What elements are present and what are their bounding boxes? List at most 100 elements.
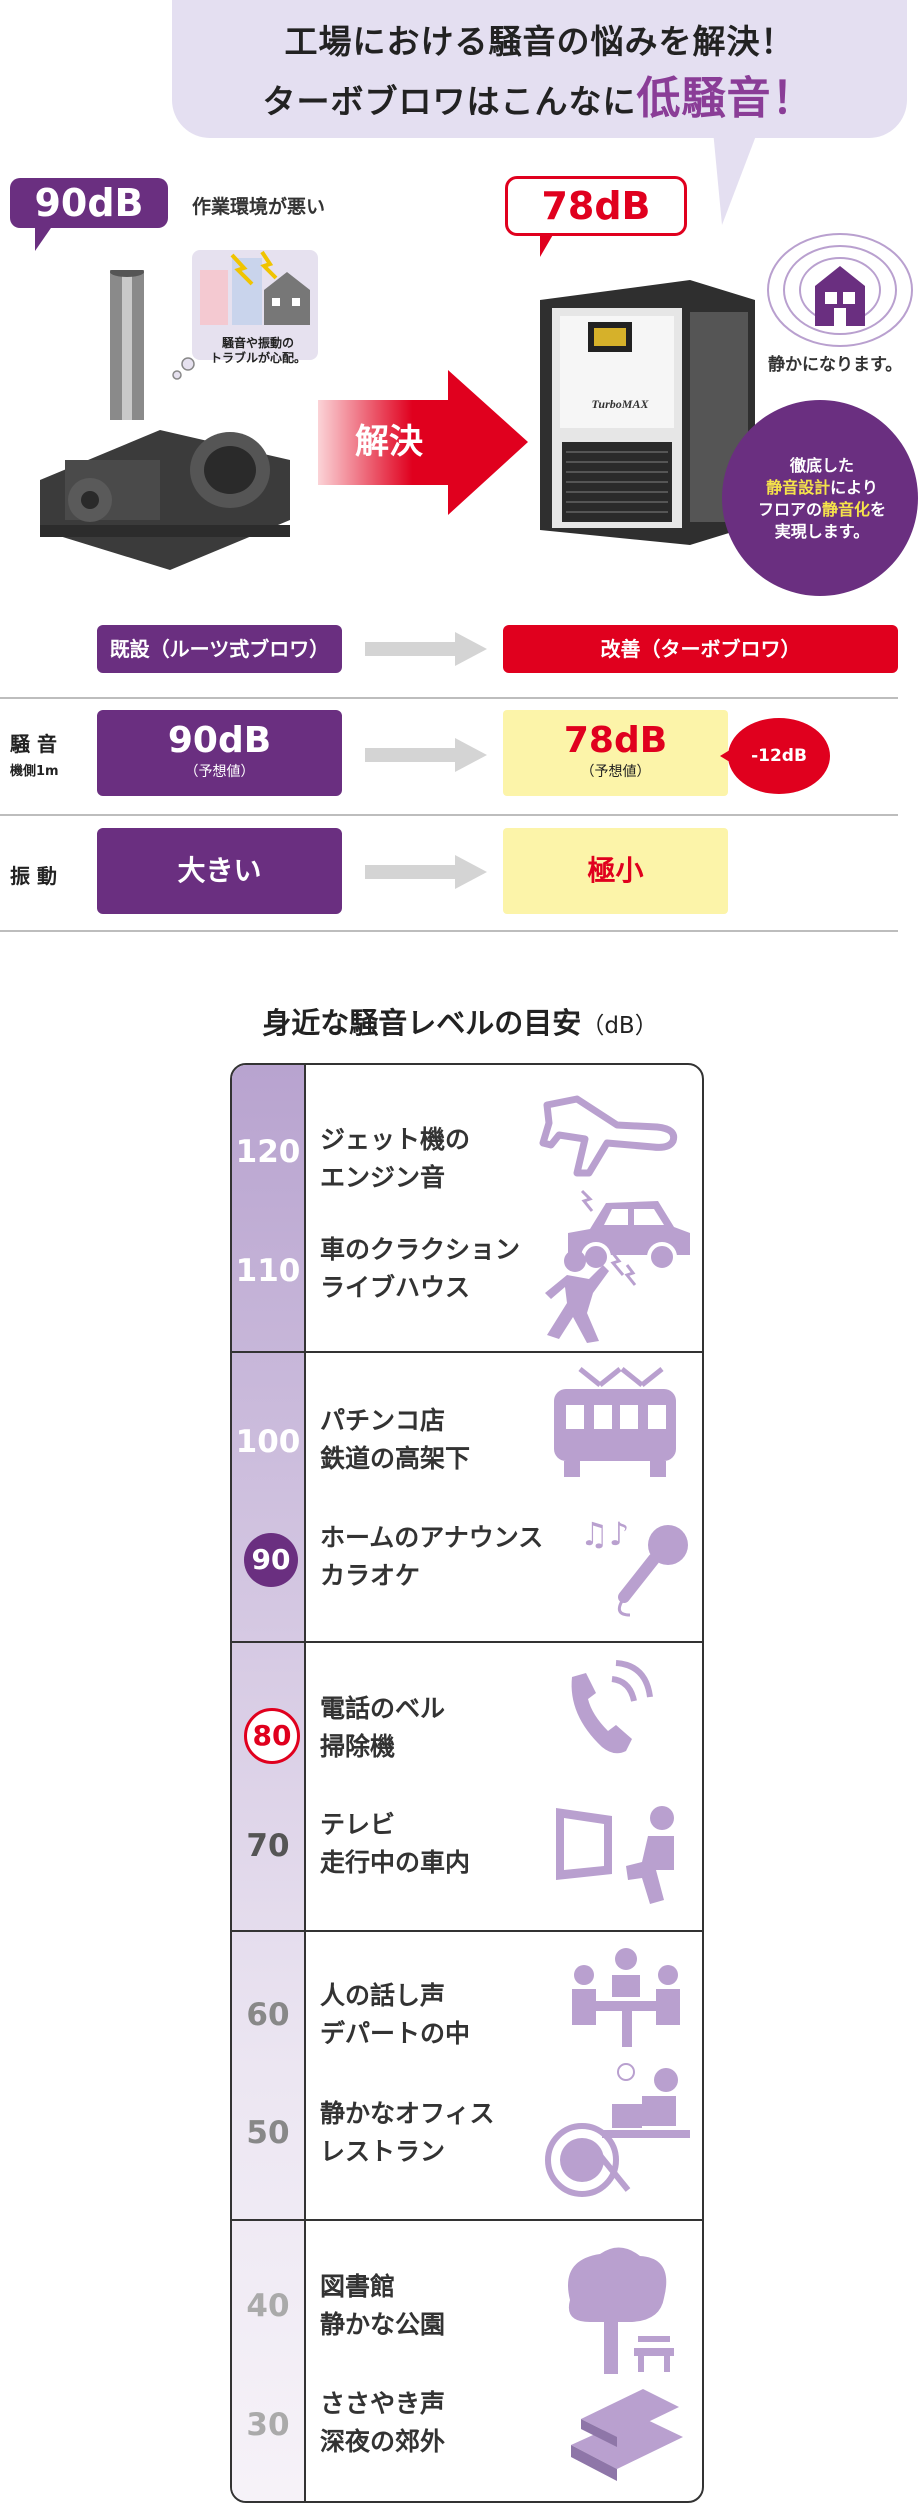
scale-item-line1: 電話のベル [320, 1694, 446, 1723]
headline-line2-text: ターボブロワはこんなに [262, 82, 637, 121]
design-note-hl2: 静音化 [821, 500, 870, 519]
noise-new-note: （予想値） [580, 764, 651, 780]
scale-item-line1: 車のクラクション [320, 1235, 521, 1264]
noise-scale-chart: 120 110 100 90 80 70 60 50 40 30 ジェット機のエ… [230, 1063, 704, 2503]
noise-new-value: 78dB [563, 720, 668, 761]
design-note: 徹底した 静音設計により フロアの静音化を 実現します。 [737, 455, 907, 543]
vibration-row-label: 振 動 [10, 864, 57, 888]
scale-item-line2: 静かな公園 [320, 2310, 446, 2339]
noise-diff-badge: -12dB [728, 718, 830, 794]
scale-item: ジェット機のエンジン音 [320, 1121, 470, 1197]
noise-old-cell: 90dB （予想値） [97, 710, 342, 796]
vibration-old-cell: 大きい [97, 828, 342, 914]
scale-item: 車のクラクションライブハウス [320, 1231, 520, 1307]
thought-dots-icon [172, 357, 195, 380]
headline-bubble [172, 0, 907, 138]
scale-item-line1: ジェット機の [320, 1125, 471, 1154]
headline-line1: 工場における騒音の悩みを解決！ [284, 22, 795, 61]
env-bad-label: 作業環境が悪い [192, 196, 326, 218]
train-icon [554, 1367, 676, 1477]
office-restaurant-icon [545, 2063, 690, 2197]
noise-arrow-icon [365, 738, 487, 772]
scale-item-line2: ライブハウス [320, 1273, 471, 1302]
scale-item: パチンコ店鉄道の高架下 [320, 1402, 470, 1478]
table-divider [0, 930, 898, 932]
scale-item-line1: ホームのアナウンス [320, 1523, 544, 1552]
header-new-blower: 改善（ターボブロワ） [503, 625, 898, 673]
noise-row-label: 騒 音 [10, 732, 57, 756]
design-note-line1: 徹底した [789, 456, 854, 475]
noisy-town-icon [200, 250, 310, 325]
scale-item-line2: 深夜の郊外 [320, 2427, 446, 2456]
before-db-bubble-tail [35, 225, 53, 251]
after-db-bubble: 78dB [505, 176, 687, 236]
level-30: 30 [246, 2407, 290, 2443]
headline-line2: ターボブロワはこんなに低騒音！ [172, 62, 907, 126]
scale-item-line1: ささやき声 [320, 2389, 446, 2418]
level-100: 100 [235, 1424, 301, 1460]
scale-item-line2: デパートの中 [320, 2019, 471, 2048]
singer-live-icon [545, 1250, 637, 1343]
solve-label: 解決 [355, 422, 423, 462]
scale-item: 電話のベル掃除機 [320, 1690, 445, 1766]
solve-arrow-icon [318, 370, 528, 515]
telephone-icon [571, 1660, 653, 1754]
scale-section-divider [232, 1930, 702, 1932]
tree-park-icon [568, 2247, 674, 2374]
scale-item-line1: 図書館 [320, 2272, 396, 2301]
level-110: 110 [235, 1253, 301, 1289]
scale-section-divider [232, 2219, 702, 2221]
meeting-people-icon [572, 1948, 680, 2047]
header-arrow-icon [365, 632, 487, 666]
level-120: 120 [235, 1134, 301, 1170]
scale-item-line2: 走行中の車内 [320, 1848, 471, 1877]
trouble-illustration [192, 250, 318, 360]
vibration-old-value: 大きい [177, 854, 262, 887]
design-note-line3-post: を [870, 500, 887, 519]
tv-viewer-icon [556, 1806, 674, 1904]
design-note-circle [722, 400, 918, 596]
headline-bubble-tail [712, 120, 762, 225]
scale-item-line1: 人の話し声 [320, 1981, 446, 2010]
level-70: 70 [246, 1828, 290, 1864]
level-40: 40 [246, 2288, 290, 2324]
scale-gradient-bar [232, 1065, 304, 2501]
design-note-line2: 静音設計により [737, 477, 907, 499]
trouble-caption-text: 騒音や振動の トラブルが心配。 [209, 336, 306, 365]
scale-item-line1: パチンコ店 [320, 1406, 446, 1435]
vibration-new-value: 極小 [587, 854, 644, 887]
noise-old-value: 90dB [167, 720, 272, 761]
scale-item-line2: カラオケ [320, 1561, 421, 1590]
header-old-blower: 既設（ルーツ式ブロワ） [97, 625, 342, 673]
brand-label: TurboMAX [591, 397, 649, 411]
table-divider [0, 697, 898, 699]
scale-item-line2: エンジン音 [320, 1163, 446, 1192]
trouble-caption: 騒音や振動の トラブルが心配。 [198, 336, 318, 366]
roots-blower-icon [40, 270, 290, 570]
scale-item: テレビ走行中の車内 [320, 1806, 470, 1882]
level-80-badge: 80 [244, 1708, 300, 1764]
level-50: 50 [246, 2115, 290, 2151]
design-note-line3-pre: フロアの [757, 500, 822, 519]
quiet-label: 静かになります。 [768, 355, 903, 375]
karaoke-mic-icon: ♫♪ [580, 1515, 688, 1617]
scale-item-line1: 静かなオフィス [320, 2099, 495, 2128]
scale-item-line2: 鉄道の高架下 [320, 1444, 471, 1473]
headline-highlight: 低騒音！ [636, 73, 817, 124]
quiet-house-icon [767, 233, 913, 347]
airplane-icon [539, 1095, 678, 1177]
scale-title: 身近な騒音レベルの目安（dB） [0, 1000, 920, 1042]
scale-item: ホームのアナウンスカラオケ [320, 1519, 543, 1595]
noise-new-cell: 78dB （予想値） [503, 710, 728, 796]
noise-row-sub: 機側1m [10, 764, 59, 779]
scale-item-line1: テレビ [320, 1810, 396, 1839]
noise-old-note: （予想値） [184, 764, 255, 780]
design-note-hl1: 静音設計 [766, 478, 831, 497]
level-60: 60 [246, 1997, 290, 2033]
design-note-line4: 実現します。 [774, 522, 870, 541]
scale-title-text: 身近な騒音レベルの目安 [262, 1006, 582, 1040]
table-divider [0, 814, 898, 816]
scale-item: 静かなオフィスレストラン [320, 2095, 495, 2171]
scale-section-divider [232, 1351, 702, 1353]
turbo-blower-icon [540, 280, 755, 545]
